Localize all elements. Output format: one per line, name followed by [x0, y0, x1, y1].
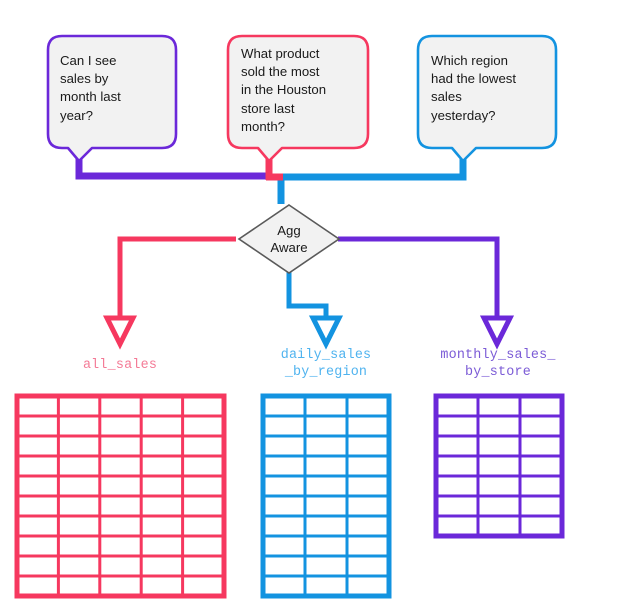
table-monthly-sales-by-store-label: monthly_sales_ by_store: [440, 348, 556, 380]
connector-blue-to-daily-sales: [286, 271, 329, 318]
arrowhead-blue-daily-sales: [308, 315, 344, 350]
arrowhead-pink-all-sales: [102, 315, 138, 350]
connector-purple-to-monthly-sales: [338, 236, 500, 318]
question-bubble-region-label: Which region had the lowest sales yester…: [431, 53, 517, 123]
table-all-sales-grid[interactable]: [14, 393, 227, 599]
table-daily-sales-by-region-grid[interactable]: [260, 393, 392, 599]
question-bubble-houston-label: What product sold the most in the Housto…: [241, 46, 327, 134]
agg-aware-label: Agg Aware: [270, 223, 308, 255]
table-monthly-sales-by-store-grid[interactable]: [433, 393, 565, 539]
question-bubble-region-shape[interactable]: [416, 34, 558, 163]
agg-aware-diamond-shape[interactable]: [237, 204, 341, 274]
question-bubble-houston-shape[interactable]: [226, 34, 370, 163]
question-bubble-month-label: Can I see sales by month last year?: [60, 53, 121, 123]
question-bubble-month-shape[interactable]: [46, 34, 178, 163]
table-daily-sales-by-region-label: daily_sales _by_region: [280, 348, 372, 380]
connector-pink-to-all-sales: [117, 236, 236, 318]
arrowhead-purple-monthly-sales: [479, 315, 515, 350]
connector-blue-bubble-to-diamond: [277, 152, 467, 204]
table-all-sales-label: all_sales: [82, 358, 158, 373]
table-outline: [433, 393, 565, 539]
